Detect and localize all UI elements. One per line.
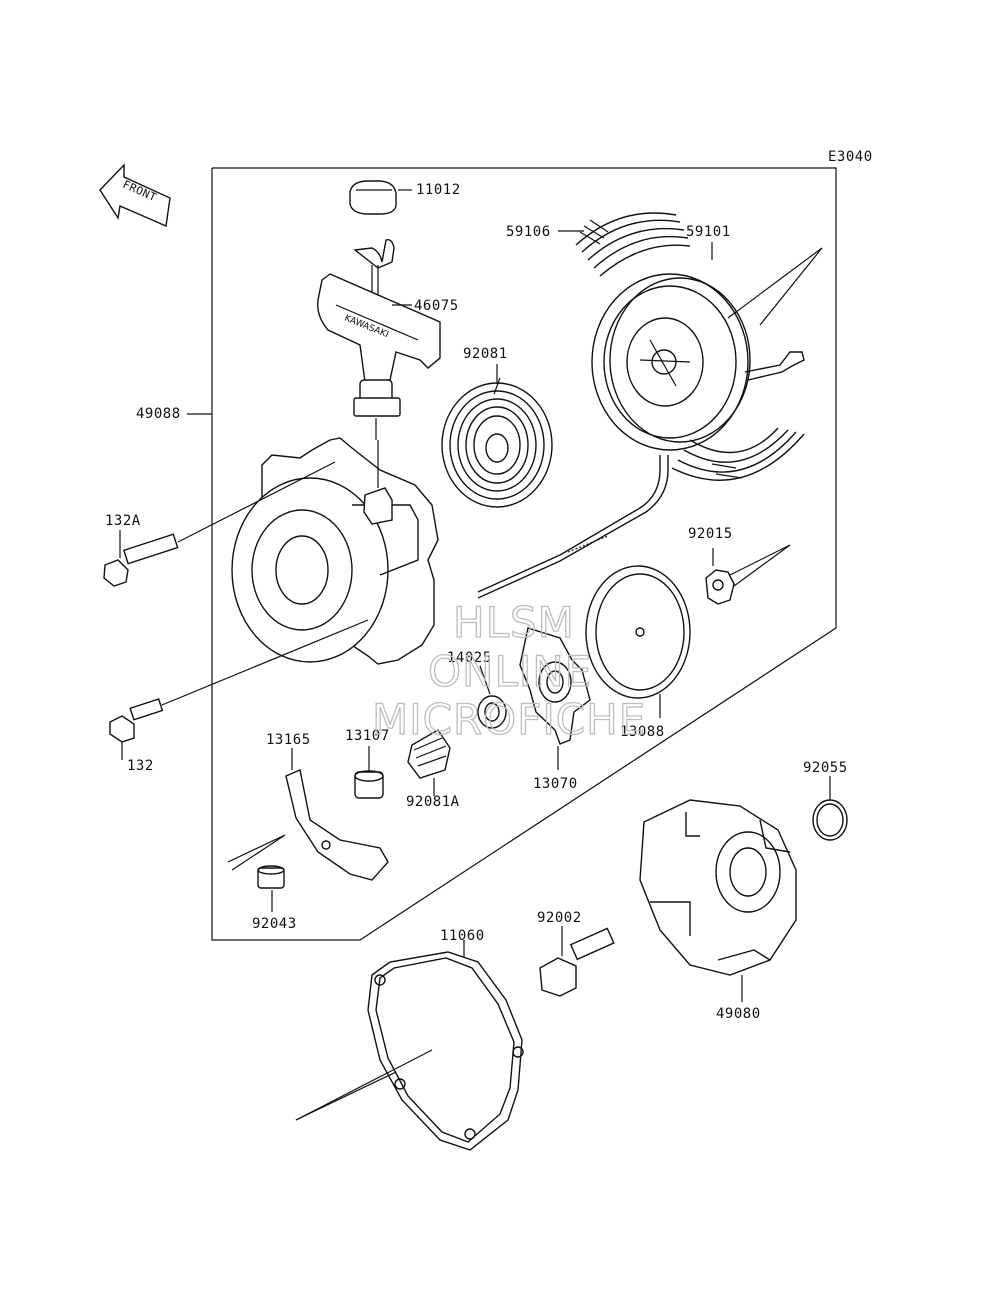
label-49080: 49080 [716,1006,761,1022]
svg-text:ONLINE: ONLINE [428,647,592,696]
label-132: 132 [127,758,154,774]
part-13165-pawl [227,769,389,881]
label-132A: 132A [105,513,141,529]
label-59101: 59101 [686,224,731,240]
label-49088: 49088 [136,406,181,422]
label-14025: 14025 [447,650,492,666]
part-92043-pin [257,865,285,889]
part-11060-gasket [295,951,524,1151]
part-59101-reel [591,247,823,451]
label-92081A: 92081A [406,794,460,810]
part-132-bolt [109,619,369,743]
label-92015: 92015 [688,526,733,542]
part-92081A-spring [407,729,451,779]
label-13088: 13088 [620,724,665,740]
label-92002: 92002 [537,910,582,926]
svg-text:MICROFICHE: MICROFICHE [372,695,646,744]
part-13107-collar [354,770,384,799]
part-13070-ratchet [519,627,591,745]
part-49088-housing [231,418,439,665]
part-92081-spring [441,377,553,508]
label-13107: 13107 [345,728,390,744]
part-92015-nut [705,544,791,605]
part-59106-spring-lower [671,427,805,481]
label-11012: 11012 [416,182,461,198]
label-13070: 13070 [533,776,578,792]
front-arrow-icon: FRONT [99,163,171,228]
part-rope [477,455,669,599]
part-92002-bolt [539,927,615,997]
label-92043: 92043 [252,916,297,932]
label-13165: 13165 [266,732,311,748]
label-59106: 59106 [506,224,551,240]
label-46075: 46075 [414,298,459,314]
diagram-code: E3040 [828,149,873,165]
part-132A-bolt [103,461,336,587]
label-11060: 11060 [440,928,485,944]
label-92081: 92081 [463,346,508,362]
part-92055-oring [812,799,848,841]
part-14025-washer [477,695,507,729]
svg-text:HLSM: HLSM [453,598,575,647]
part-11012-cap [349,180,397,215]
watermark: HLSM ONLINE MICROFICHE [371,597,646,744]
part-13088-plate [585,565,691,699]
assembly-outline [211,167,837,941]
label-92055: 92055 [803,760,848,776]
part-49080-pulley [639,799,797,976]
svg-text:FRONT: FRONT [121,178,159,204]
part-46075-handle: KAWASAKI [317,238,441,417]
part-59106-spring [575,212,691,277]
